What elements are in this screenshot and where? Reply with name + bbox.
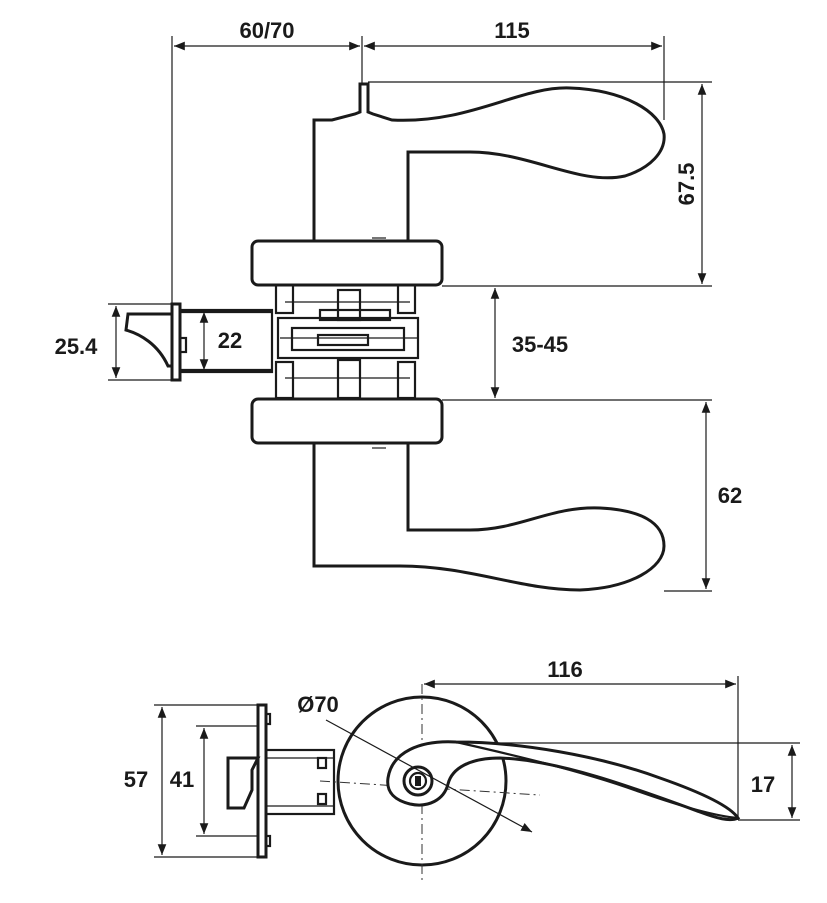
dim-lever-length-front: 116 [424, 657, 739, 820]
dim-latch-face-label: 25.4 [55, 334, 99, 359]
dim-faceplate-inner: 41 [170, 725, 258, 837]
front-lever [386, 740, 741, 822]
side-view: 60/70 115 67.5 35-45 62 [55, 18, 742, 592]
dim-lever-grip: 17 [456, 742, 800, 821]
dim-lever-length-top: 115 [364, 18, 665, 120]
dim-latch-body-label: 22 [218, 328, 242, 353]
front-view: Ø70 116 17 57 41 [124, 657, 800, 880]
dim-door-thickness-label: 35-45 [512, 332, 568, 357]
dim-backset-label: 60/70 [239, 18, 294, 43]
dim-faceplate-height-label: 57 [124, 767, 148, 792]
lower-rose [250, 397, 444, 449]
latch [124, 302, 274, 382]
dim-lever-height-bottom-label: 62 [718, 483, 742, 508]
dim-faceplate-height: 57 [124, 704, 258, 858]
dim-lever-height-top: 67.5 [368, 81, 712, 287]
lock-mechanism [274, 283, 420, 400]
dim-backset: 60/70 [171, 18, 363, 304]
center-line-horizontal [319, 780, 541, 796]
dim-lever-length-front-label: 116 [547, 657, 583, 682]
faceplate [226, 703, 336, 859]
dim-lever-height-top-label: 67.5 [674, 163, 699, 206]
dim-lever-grip-label: 17 [751, 772, 775, 797]
dim-rose-diameter: Ø70 [297, 692, 533, 833]
dim-lever-length-top-label: 115 [494, 18, 530, 43]
dim-faceplate-inner-label: 41 [170, 767, 194, 792]
dim-latch-face: 25.4 [55, 303, 172, 381]
upper-lever [312, 82, 666, 243]
dim-door-thickness: 35-45 [442, 288, 712, 401]
lower-lever [312, 443, 666, 592]
upper-rose [250, 237, 444, 287]
dim-latch-body: 22 [199, 312, 242, 370]
key-cylinder [402, 765, 434, 797]
dim-lever-height-bottom: 62 [664, 402, 742, 592]
dim-rose-diameter-label: Ø70 [297, 692, 339, 717]
